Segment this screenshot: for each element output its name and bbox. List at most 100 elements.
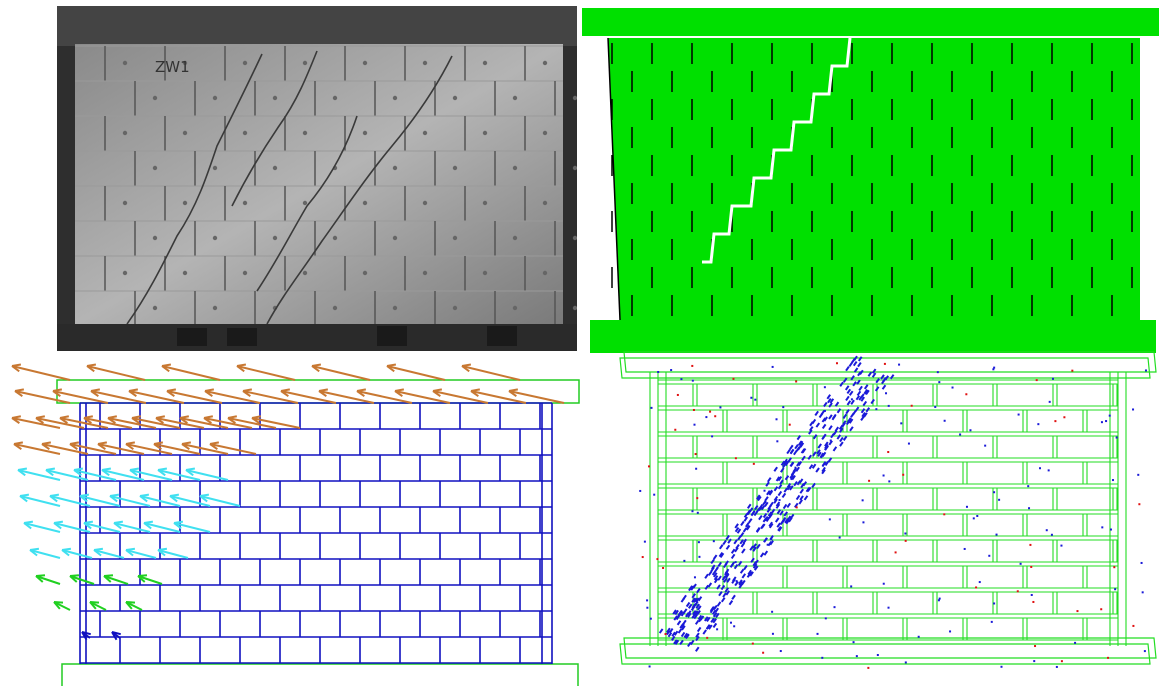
crack-point <box>762 512 768 519</box>
crack-point <box>671 631 676 637</box>
base-bolt <box>377 326 407 346</box>
crack-point <box>730 548 736 554</box>
crack-point <box>690 585 695 591</box>
displacement-arrowhead <box>69 575 78 583</box>
crack-point <box>668 627 674 634</box>
displacement-arrowhead <box>101 467 112 471</box>
crack-point <box>845 408 850 415</box>
crack-point <box>1035 379 1038 382</box>
displacement-arrow <box>131 417 181 429</box>
base-bolt <box>177 328 207 346</box>
photo-marker <box>152 165 158 171</box>
crack-point <box>855 395 861 401</box>
crack-point <box>696 609 701 616</box>
displacement-arrowhead <box>143 520 154 524</box>
photo-marker <box>122 270 128 276</box>
crack-point <box>734 547 739 553</box>
crack-point <box>702 629 707 635</box>
crack-point <box>729 562 735 568</box>
photo-marker <box>152 305 158 311</box>
displacement-arrowhead <box>107 417 116 424</box>
crack-point <box>1019 562 1022 565</box>
crack-point <box>773 486 779 492</box>
crack-point <box>724 560 729 566</box>
crack-point <box>687 610 692 616</box>
displacement-arrowhead <box>109 495 118 503</box>
crack-point <box>969 429 972 432</box>
crack-point <box>871 368 877 374</box>
crack-point <box>857 371 862 377</box>
displacement-arrowhead <box>169 495 178 503</box>
crack-point <box>1100 421 1103 424</box>
displacement-arrowhead <box>93 549 102 557</box>
photo-marker <box>182 200 188 206</box>
displacement-arrow <box>125 549 157 559</box>
crack-point <box>733 563 739 570</box>
crack-point <box>695 597 700 603</box>
crack-point <box>821 466 826 473</box>
displacement-arrow <box>69 575 95 585</box>
crack-point <box>756 507 761 513</box>
crack-point <box>1060 660 1063 663</box>
crack-point <box>789 448 795 454</box>
displacement-arrowhead <box>251 417 260 424</box>
photo-marker <box>242 200 248 206</box>
crack-point <box>1030 565 1033 568</box>
photo-marker <box>512 165 518 171</box>
crack-point <box>1050 533 1053 536</box>
crack-point <box>747 569 752 575</box>
crack-point <box>779 650 782 653</box>
crack-point <box>703 616 709 622</box>
crack-point <box>692 597 698 603</box>
crack-point <box>657 370 660 373</box>
crack-point <box>713 572 718 578</box>
crack-point <box>695 603 701 609</box>
crack-point <box>848 418 854 424</box>
crack-point <box>728 600 734 606</box>
crack-point <box>673 639 678 645</box>
displacement-arrowhead <box>236 365 245 373</box>
displacement-arrowhead <box>79 495 88 503</box>
photo-marker <box>122 200 128 206</box>
crack-point <box>739 568 745 574</box>
displacement-arrow <box>129 469 173 481</box>
crack-point <box>646 606 649 609</box>
photo-marker <box>422 200 428 206</box>
crack-point <box>865 389 870 396</box>
displacement-arrow <box>432 390 489 404</box>
crack-point <box>783 511 789 517</box>
crack-point <box>823 386 826 389</box>
crack-point <box>732 576 737 582</box>
photo-marker <box>212 235 218 241</box>
crack-point <box>887 404 890 407</box>
crack-point <box>679 623 684 629</box>
crack-point <box>936 371 939 374</box>
crack-point <box>775 501 781 507</box>
displacement-arrowhead <box>153 441 164 445</box>
crack-point <box>1032 600 1035 603</box>
photo-marker <box>362 200 368 206</box>
crack-point <box>852 410 857 416</box>
crack-point <box>881 378 886 385</box>
crack-point <box>749 571 754 577</box>
crack-point <box>717 575 722 581</box>
crack-point <box>865 407 871 413</box>
crack-point <box>725 590 731 596</box>
displacement-arrow <box>113 522 151 533</box>
displacement-arrowhead <box>143 522 152 530</box>
crack-point <box>753 504 759 511</box>
crack-point <box>757 495 762 502</box>
displacement-arrow <box>157 549 189 559</box>
vector-field-drawing <box>11 363 580 686</box>
crack-point <box>943 419 946 422</box>
crack-point <box>1017 413 1020 416</box>
displacement-arrowhead <box>199 495 208 503</box>
displacement-arrowhead <box>29 547 40 551</box>
crack-point <box>934 405 937 408</box>
crack-point <box>1071 369 1074 372</box>
photo-marker <box>572 235 577 241</box>
crack-point <box>755 527 761 533</box>
displacement-arrow <box>41 443 89 455</box>
photo-marker <box>422 60 428 66</box>
photo-marker <box>272 165 278 171</box>
